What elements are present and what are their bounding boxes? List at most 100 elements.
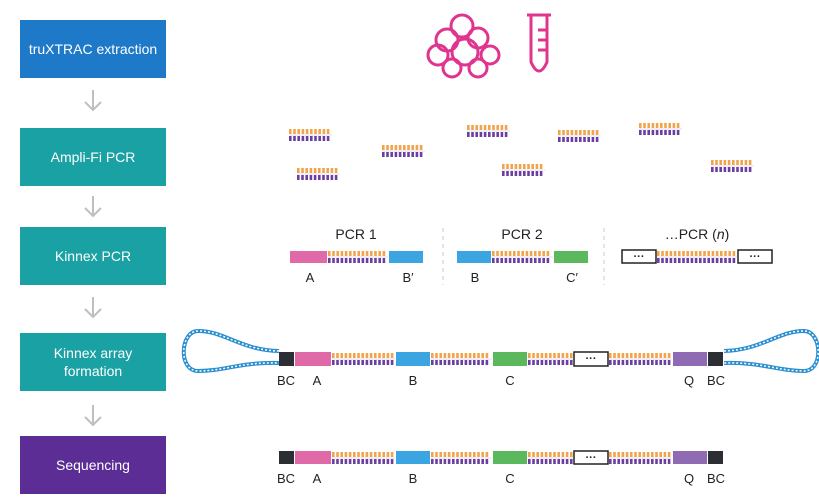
base-bottom <box>492 258 495 263</box>
base-bottom <box>471 132 474 137</box>
base-top <box>411 145 414 150</box>
base-top <box>655 353 658 358</box>
base-top <box>527 164 530 169</box>
ellipsis: ··· <box>586 353 597 365</box>
base-bottom <box>544 360 548 365</box>
base-top <box>361 452 364 457</box>
base-top <box>485 353 489 358</box>
base-bottom <box>326 175 329 180</box>
base-bottom <box>642 360 646 365</box>
segment-q <box>673 451 707 464</box>
base-top <box>374 452 377 457</box>
base-top <box>305 168 308 173</box>
base-top <box>565 452 569 457</box>
base-top <box>504 251 508 256</box>
base-top <box>297 129 300 134</box>
base-top <box>382 353 385 358</box>
base-bottom <box>322 175 325 180</box>
base-top <box>435 452 438 457</box>
base-bottom <box>536 360 539 365</box>
base-bottom <box>657 258 660 263</box>
base-bottom <box>464 360 468 365</box>
base-top <box>419 145 423 150</box>
base-top <box>443 452 447 457</box>
base-top <box>334 168 338 173</box>
base-bottom <box>492 132 495 137</box>
base-bottom <box>365 459 369 464</box>
base-top <box>651 123 655 128</box>
base-bottom <box>357 360 360 365</box>
pcr-2-title: PCR 2 <box>501 226 542 242</box>
base-top <box>481 353 484 358</box>
base-top <box>508 251 512 256</box>
label-b: B <box>409 373 418 388</box>
base-bottom <box>369 459 373 464</box>
base-top <box>557 452 560 457</box>
label-b-prime: B′ <box>402 270 414 285</box>
base-top <box>328 251 331 256</box>
base-bottom <box>570 360 573 365</box>
dna-insert <box>431 452 492 464</box>
base-top <box>686 251 689 256</box>
base-bottom <box>542 258 545 263</box>
base-bottom <box>305 136 309 141</box>
pcr-n-title: …PCR (n) <box>665 226 730 242</box>
base-bottom <box>707 258 710 263</box>
base-top <box>634 353 637 358</box>
base-top <box>471 125 474 130</box>
base-top <box>390 452 394 457</box>
base-bottom <box>694 258 698 263</box>
base-bottom <box>344 360 348 365</box>
base-bottom <box>447 459 451 464</box>
base-bottom <box>326 136 330 141</box>
base-bottom <box>460 459 463 464</box>
base-bottom <box>378 360 381 365</box>
dna-insert <box>332 452 395 464</box>
segment-c <box>493 451 527 464</box>
base-top <box>340 251 344 256</box>
segment-b <box>396 352 430 366</box>
base-top <box>659 452 662 457</box>
base-top <box>310 129 313 134</box>
base-top <box>309 168 313 173</box>
base-top <box>639 123 642 128</box>
base-bottom <box>532 360 535 365</box>
base-top <box>477 353 480 358</box>
base-bottom <box>361 459 364 464</box>
base-top <box>506 164 509 169</box>
barcode-segment <box>708 451 723 464</box>
base-bottom <box>502 171 505 176</box>
base-top <box>518 164 522 169</box>
pcr-1-title: PCR 1 <box>335 226 376 242</box>
base-bottom <box>357 459 360 464</box>
base-top <box>528 353 531 358</box>
base-top <box>318 129 321 134</box>
step-kinnex-pcr: Kinnex PCR <box>20 227 166 285</box>
base-top <box>531 164 534 169</box>
base-bottom <box>318 136 321 141</box>
base-bottom <box>587 137 590 142</box>
step-sequencing: Sequencing <box>20 436 166 494</box>
base-bottom <box>613 459 616 464</box>
base-bottom <box>334 175 338 180</box>
base-bottom <box>540 459 544 464</box>
base-top <box>715 251 719 256</box>
base-bottom <box>748 167 752 172</box>
base-bottom <box>570 459 573 464</box>
base-top <box>667 353 671 358</box>
base-top <box>535 164 539 169</box>
base-bottom <box>715 167 718 172</box>
base-bottom <box>667 360 671 365</box>
base-bottom <box>310 136 313 141</box>
step-kinnex-array-formation: Kinnex array formation <box>20 333 166 391</box>
base-top <box>667 452 671 457</box>
base-top <box>386 145 389 150</box>
base-bottom <box>477 459 480 464</box>
base-bottom <box>517 258 520 263</box>
base-bottom <box>728 258 731 263</box>
base-bottom <box>394 152 398 157</box>
label-q: Q <box>684 471 694 486</box>
base-bottom <box>506 171 509 176</box>
base-bottom <box>663 360 667 365</box>
